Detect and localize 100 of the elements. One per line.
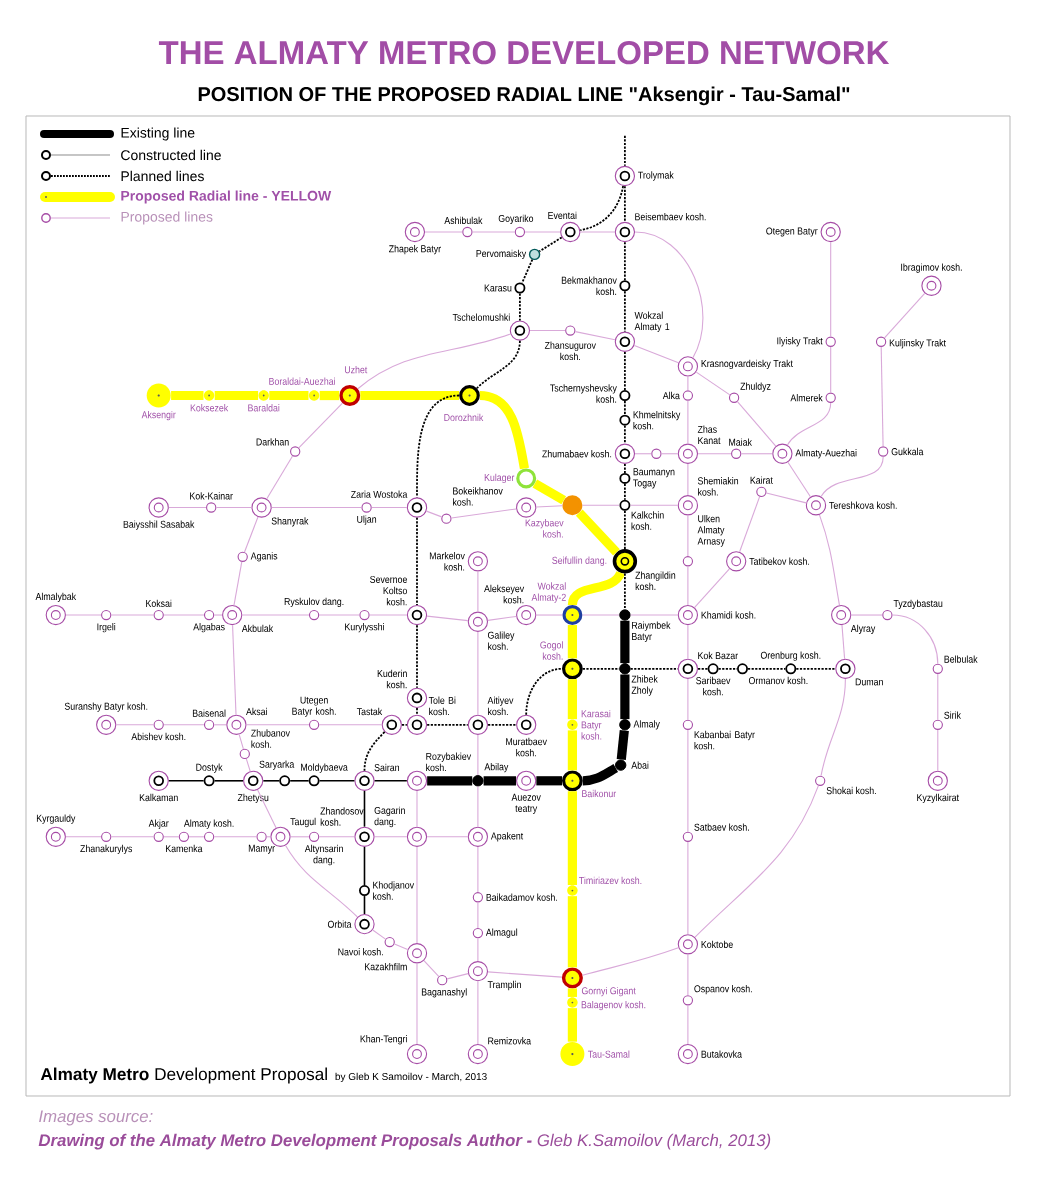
source-heading: Images source:	[39, 1110, 153, 1126]
metro-line	[687, 1004, 689, 1045]
station-circle	[308, 390, 320, 401]
station-circle	[406, 943, 428, 964]
metro-line	[581, 504, 620, 506]
metro-line	[687, 463, 689, 496]
station-circle	[467, 611, 489, 632]
metro-line	[582, 947, 679, 976]
metro-line	[620, 620, 630, 664]
metro-line	[830, 346, 832, 394]
metro-line	[697, 667, 709, 670]
metro-line	[765, 492, 807, 504]
metro-line	[425, 510, 443, 518]
metro-line	[536, 776, 562, 786]
title: THE ALMATY METRO DEVELOPED NETWORK	[158, 40, 890, 65]
metro-line	[937, 729, 939, 772]
metro-line	[687, 400, 689, 445]
metro-line	[479, 390, 529, 470]
metro-line	[892, 614, 939, 665]
station-circle	[560, 221, 581, 243]
metro-line	[213, 614, 223, 616]
station-circle	[614, 221, 636, 243]
metro-line	[318, 836, 355, 838]
station-circle	[258, 390, 269, 401]
metro-line	[687, 729, 689, 833]
station-circle	[927, 770, 948, 791]
metro-line	[372, 929, 387, 940]
metro-line	[579, 185, 625, 232]
metro-line	[687, 565, 689, 606]
metro-line	[850, 614, 883, 616]
station-circle	[677, 604, 699, 626]
metro-line	[213, 780, 244, 782]
metro-line	[739, 496, 761, 553]
metro-line	[535, 505, 563, 508]
metro-line	[318, 780, 356, 782]
metro-line	[880, 346, 884, 447]
metro-line	[519, 292, 521, 322]
metro-line	[426, 723, 469, 726]
metro-line	[634, 231, 704, 359]
metro-line	[271, 506, 362, 509]
station-circle	[677, 1043, 699, 1065]
metro-line	[416, 624, 418, 689]
metro-line	[269, 390, 309, 401]
metro-line	[213, 836, 257, 838]
metro-line	[65, 836, 102, 838]
metro-line	[363, 846, 366, 886]
station-circle	[562, 495, 583, 516]
metro-line	[232, 624, 237, 716]
metro-line	[630, 614, 679, 616]
metro-line	[747, 667, 787, 670]
metro-line	[567, 791, 577, 885]
metro-line	[695, 371, 731, 396]
metro-line	[285, 845, 358, 918]
station-circle	[921, 275, 942, 296]
station-circle	[381, 714, 402, 735]
metro-line	[363, 790, 366, 828]
station-circle	[251, 497, 272, 518]
station-circle	[467, 551, 489, 572]
metro-line	[624, 351, 626, 391]
metro-line	[687, 624, 689, 660]
metro-line	[472, 231, 516, 233]
metro-line	[446, 973, 469, 980]
metro-line	[841, 624, 846, 660]
station-circle	[726, 551, 747, 572]
metro-line	[393, 943, 409, 950]
station-circle	[354, 770, 375, 791]
metro-line	[215, 506, 252, 509]
station-circle	[354, 914, 375, 935]
station-circle	[146, 383, 171, 408]
metro-line	[416, 962, 418, 1045]
metro-line	[477, 570, 479, 613]
metro-line	[661, 453, 679, 455]
metro-line	[214, 390, 259, 401]
metro-line	[423, 960, 440, 977]
metro-line	[830, 241, 832, 338]
station-circle	[677, 443, 699, 464]
metro-line	[168, 506, 207, 509]
station-circle	[406, 1043, 428, 1065]
metro-line	[818, 514, 840, 606]
metro-line	[65, 614, 102, 616]
station-circle	[560, 1042, 585, 1067]
metro-line	[110, 614, 155, 616]
metro-line	[694, 568, 730, 609]
metro-line	[620, 674, 630, 720]
metro-line	[624, 483, 626, 501]
metro-line	[567, 1008, 577, 1042]
station-circle	[222, 604, 243, 626]
station-circle	[243, 770, 264, 791]
metro-line	[168, 780, 205, 782]
metro-line	[262, 780, 280, 782]
metro-line	[427, 776, 473, 786]
metro-line	[450, 508, 517, 519]
footer-title: Almaty Metro Development Proposal	[40, 1067, 327, 1084]
metro-line	[371, 506, 408, 509]
station-circle	[45, 826, 66, 847]
metro-line	[487, 723, 517, 726]
metro-line	[373, 780, 408, 782]
metro-line	[188, 836, 205, 838]
station-circle	[516, 770, 537, 791]
station-circle	[406, 826, 428, 847]
